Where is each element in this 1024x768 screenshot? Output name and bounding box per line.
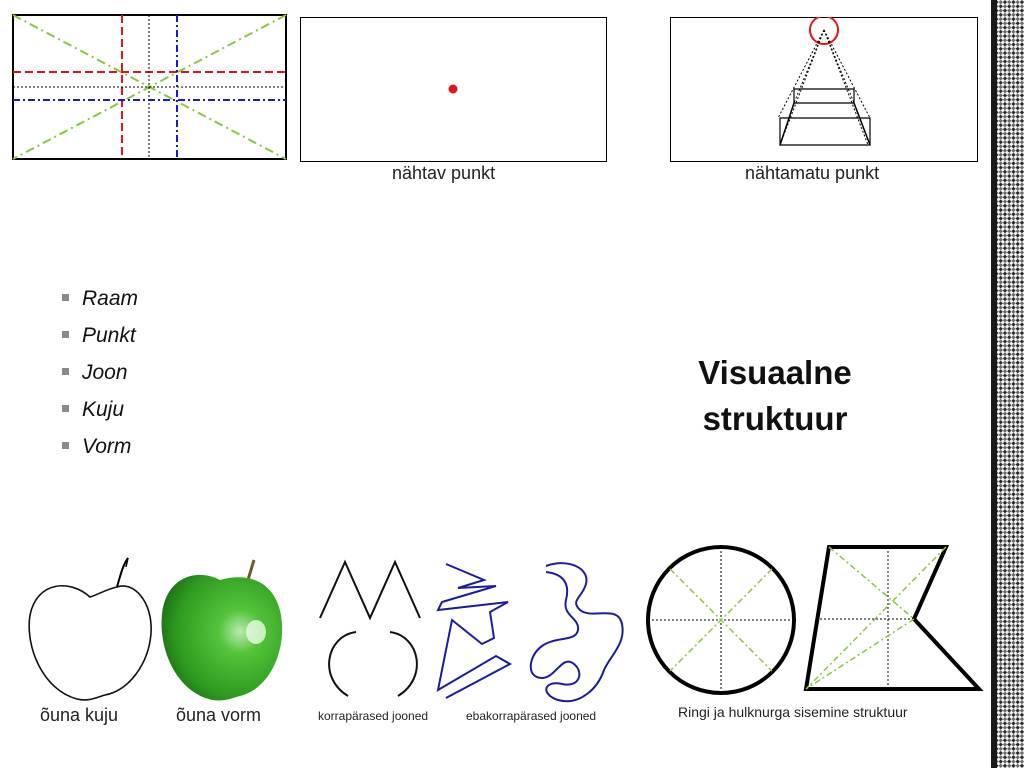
caption-regular-lines: korrapärased jooned: [318, 709, 429, 723]
caption-invisible-point: nähtamatu punkt: [745, 163, 880, 183]
bullet-item: Raam: [60, 284, 138, 321]
caption-apple-form: õuna vorm: [176, 705, 262, 725]
circle-polygon-diagram: [646, 545, 984, 695]
slide-title: Visuaalne struktuur: [698, 354, 852, 437]
frame-diagram: [12, 14, 287, 160]
square-bullet-icon: [62, 294, 69, 301]
bullet-item: Punkt: [60, 321, 138, 358]
decorative-side-strip: [988, 0, 1024, 768]
red-point: [448, 84, 458, 94]
visible-point-diagram: [300, 17, 607, 162]
bullet-item: Vorm: [60, 432, 138, 469]
invisible-point-diagram: [670, 17, 978, 162]
bullet-item: Kuju: [60, 395, 138, 432]
square-bullet-icon: [62, 405, 69, 412]
square-bullet-icon: [62, 368, 69, 375]
bullet-list: Raam Punkt Joon Kuju Vorm: [60, 284, 138, 469]
caption-visible-point: nähtav punkt: [392, 163, 496, 183]
square-bullet-icon: [62, 442, 69, 449]
caption-apple-shape: õuna kuju: [40, 705, 119, 725]
caption-irregular-lines: ebakorrapärased jooned: [466, 709, 597, 723]
square-bullet-icon: [62, 331, 69, 338]
caption-circle-polygon: Ringi ja hulknurga sisemine struktuur: [678, 704, 908, 720]
apple-outline-icon: [28, 557, 152, 701]
irregular-curve-diagram: [529, 562, 624, 703]
regular-lines-diagram: [319, 559, 421, 697]
irregular-zigzag-diagram: [436, 563, 513, 699]
bullet-item: Joon: [60, 358, 138, 395]
green-apple-icon: [161, 559, 283, 701]
